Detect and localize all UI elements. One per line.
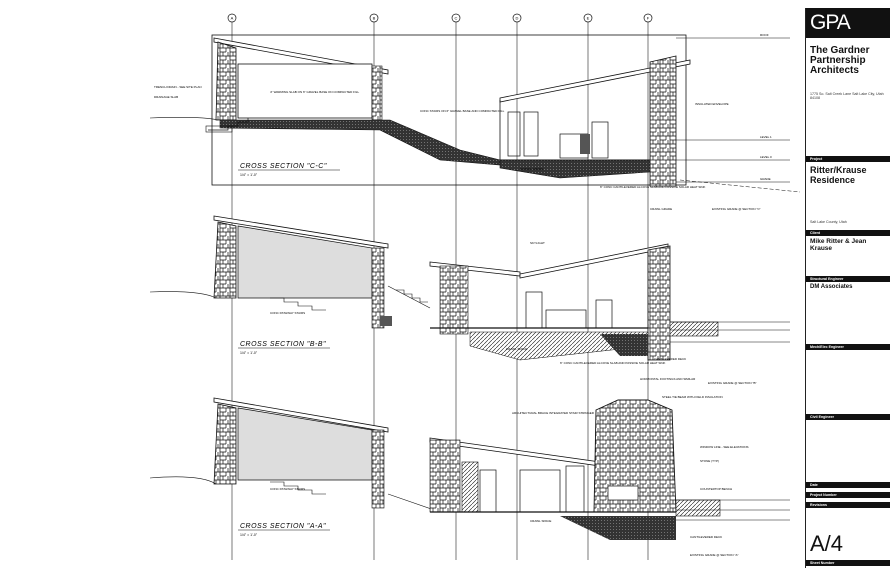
- civil-label: Civil Engineer: [806, 414, 890, 420]
- site-address: Salt Lake County, Utah: [810, 220, 847, 224]
- level-tag: LEVEL 1: [760, 135, 772, 139]
- note: CANTILEVERED DECK: [690, 535, 722, 539]
- note: EXISTING GRADE @ SECTION "C": [712, 207, 761, 211]
- cross-section-drawing: A B C D E F: [149, 13, 801, 560]
- date-label: Date: [806, 482, 890, 488]
- note: HORIZONTAL FOOTINGS AND SIMILAR: [640, 377, 696, 381]
- grid-label: B: [373, 16, 376, 21]
- client-name: Mike Ritter & Jean Krause: [810, 238, 867, 252]
- grid-label: C: [455, 16, 458, 21]
- section-a-title: CROSS SECTION "A-A": [240, 523, 326, 530]
- section-c-c: CROSS SECTION "C-C" 1/4" = 1'-0" TRENCH …: [149, 33, 801, 211]
- grid-bubbles: [227, 13, 653, 23]
- project-number-label: Project Number: [806, 492, 890, 498]
- note: EXISTING GRADE @ SECTION "A": [690, 553, 739, 557]
- section-c-scale: 1/4" = 1'-0": [240, 173, 258, 177]
- note: ARCHITECTURAL BRACE INTEGRATED STAIR STR…: [512, 411, 595, 415]
- note: STONE (TYP): [700, 459, 719, 463]
- section-b-title: CROSS SECTION "B-B": [240, 341, 326, 348]
- level-tag: GRADE: [760, 177, 771, 181]
- note: CANTILEVERED DECK: [654, 357, 686, 361]
- note: CRAWL SPACE: [530, 519, 551, 523]
- section-a-a: CROSS SECTION "A-A" 1/4" = 1'-0" ARCHITE…: [149, 395, 790, 557]
- grid-label: F: [647, 16, 650, 21]
- note: EXISTING GRADE @ SECTION "B": [708, 381, 757, 385]
- note: GRAVEL GRADE: [520, 167, 543, 171]
- sheet-number: A/4: [810, 531, 844, 556]
- revisions-label: Revisions: [806, 502, 890, 508]
- note: CONC PATHWAY STAIRS: [270, 311, 305, 315]
- mech-elec-label: Mech/Elec Engineer: [806, 344, 890, 350]
- note: 6" CONC CANTILEVERED ALCOVE SLAB AND PAS…: [600, 185, 705, 189]
- note: 6" CONC CANTILEVERED ALCOVE SLAB AND PAS…: [560, 361, 665, 365]
- note: CRAWL SPACE: [506, 347, 527, 351]
- note: 4" WARMING SLAB ON 6" GRAVEL BASE ON COM…: [270, 90, 359, 94]
- grid-label: A: [231, 16, 234, 21]
- firm-logo: GPA: [806, 8, 890, 38]
- sheet-number-label: Sheet Number: [806, 560, 890, 566]
- section-a-scale: 1/4" = 1'-0": [240, 533, 258, 537]
- note: TRENCH DRAIN - SEE SITE PLAN: [154, 85, 202, 89]
- consultant-role: Structural Engineer: [806, 276, 890, 282]
- grid-label: D: [516, 16, 519, 21]
- grid-label: E: [587, 16, 590, 21]
- consultant-name: DM Associates: [810, 284, 853, 290]
- note: STEEL TIE BEAM WITH FIELD INSULATION: [662, 395, 723, 399]
- note: CRAWL GRADE: [650, 207, 672, 211]
- project-name: Ritter/Krause Residence: [810, 165, 867, 185]
- title-block: GPA The Gardner Partnership Architects 1…: [805, 8, 890, 568]
- note: WINDOW LINE - SEE ELEVATIONS: [700, 445, 749, 449]
- section-b-scale: 1/4" = 1'-0": [240, 351, 258, 355]
- section-b-b: CROSS SECTION "B-B" 1/4" = 1'-0" SKYLIGH…: [149, 215, 790, 385]
- note: INSULATED ENVELOPE: [695, 102, 729, 106]
- note: COUNTERTOP BENCH: [700, 487, 732, 491]
- level-tag: LEVEL 0: [760, 155, 772, 159]
- client-label: Client: [806, 230, 890, 236]
- firm-name: The Gardner Partnership Architects: [810, 45, 870, 76]
- project-label: Project: [806, 156, 890, 162]
- section-c-title: CROSS SECTION "C-C": [240, 163, 327, 170]
- level-tag: ROOF: [760, 33, 769, 37]
- note: CONC STAIRS ON 6" GRAVEL BASE AND COMPAC…: [420, 109, 505, 113]
- firm-address: 1775 So. Salt Creek Lane Salt Lake City,…: [810, 92, 884, 101]
- note: SKYLIGHT: [530, 241, 545, 245]
- note: DRAINAGE SLAB: [154, 95, 178, 99]
- note: CONC PATHWAY STAIRS: [270, 487, 305, 491]
